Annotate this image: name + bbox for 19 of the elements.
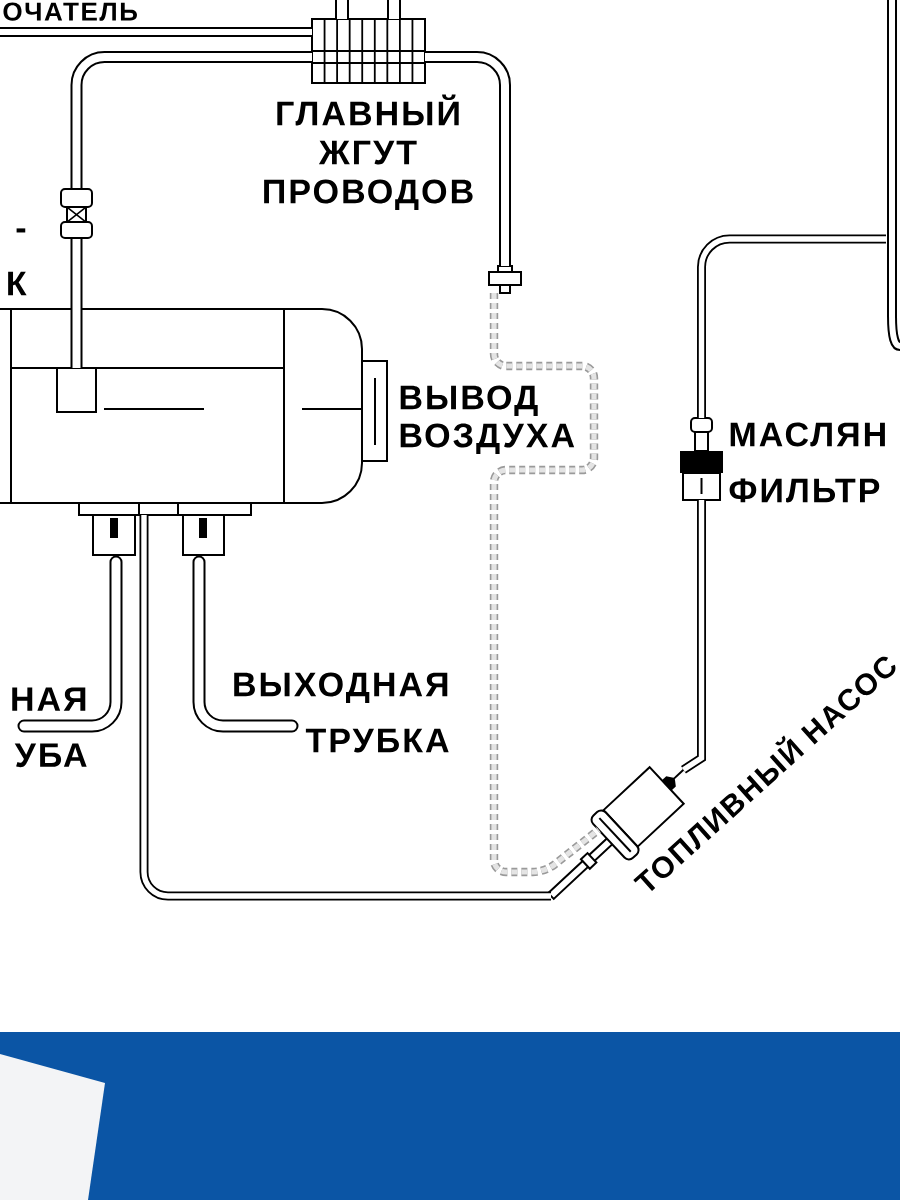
wire — [425, 51, 511, 266]
part-label: ВЫВОД ВОЗДУХА — [400, 385, 575, 454]
part-label: ГЛАВНЫЙ ЖГУТ ПРОВОДОВ — [264, 94, 473, 210]
part-label: - К — [8, 228, 27, 296]
part-label: ВЫХОДНАЯ ТРУБКА — [234, 672, 449, 753]
wire — [70, 51, 312, 368]
wire — [335, 0, 349, 19]
wire — [0, 27, 312, 37]
part-label: МАСЛЯН ФИЛЬТР — [729, 422, 885, 503]
wire — [387, 0, 401, 19]
part-label: ОЧАТЕЛЬ — [3, 2, 137, 21]
fuel-line — [697, 234, 886, 418]
fuel-line — [681, 500, 706, 774]
fuel-line — [139, 515, 551, 901]
dashed-wire — [489, 293, 602, 877]
control-box — [56, 367, 97, 413]
cable-plug — [488, 265, 522, 294]
tank — [887, 0, 900, 351]
part-label: НАЯ УБА — [12, 687, 87, 768]
